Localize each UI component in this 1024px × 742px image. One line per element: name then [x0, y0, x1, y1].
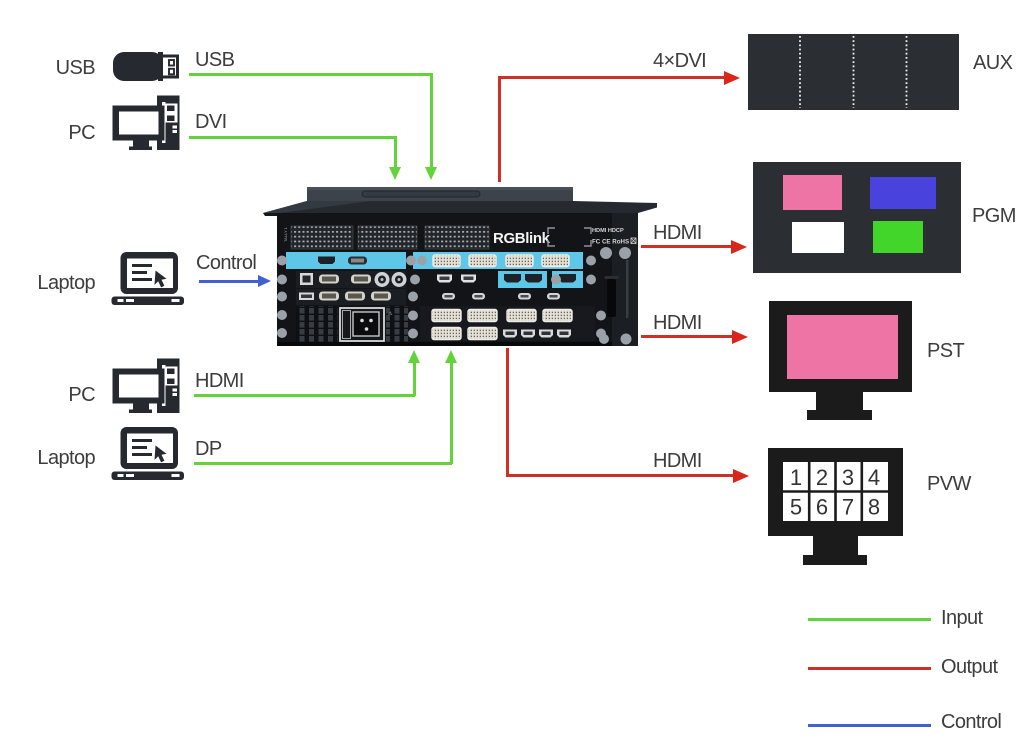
svg-text:⚠: ⚠	[388, 311, 393, 317]
svg-text:HDMI HDCP: HDMI HDCP	[592, 228, 624, 234]
svg-text:TALLY 1: TALLY 1	[283, 226, 288, 242]
svg-text:8: 8	[868, 495, 880, 520]
svg-text:3: 3	[842, 465, 854, 490]
svg-text:1: 1	[790, 465, 802, 490]
svg-text:7: 7	[842, 495, 854, 520]
svg-text:RGBlink: RGBlink	[493, 230, 551, 247]
svg-text:5: 5	[790, 495, 802, 520]
svg-text:2: 2	[816, 465, 828, 490]
svg-text:4: 4	[868, 465, 880, 490]
svg-text:FC CE RoHS: FC CE RoHS	[592, 239, 629, 246]
svg-text:6: 6	[816, 495, 828, 520]
